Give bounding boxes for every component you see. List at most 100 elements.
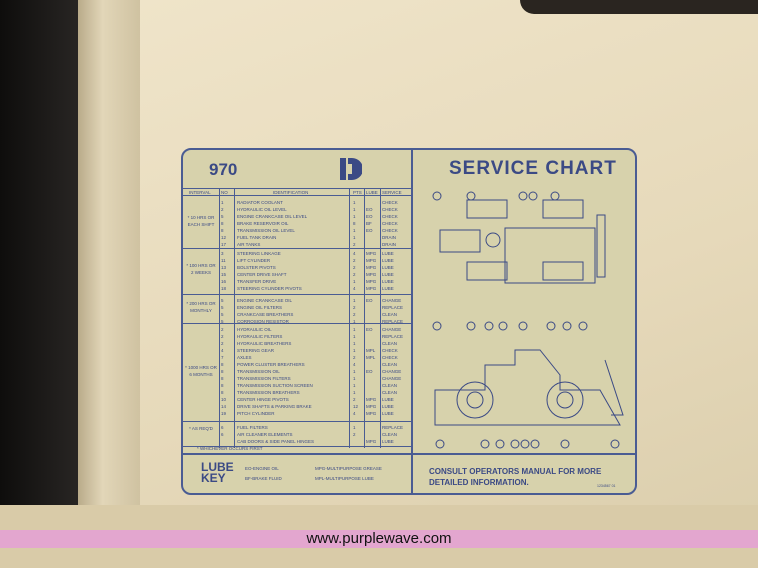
table-cell: CLEAN	[382, 432, 398, 437]
table-cell: AXLES	[237, 355, 252, 360]
table-header: INTERVAL NO IDENTIFICATION PTS LUBE SERV…	[183, 188, 411, 196]
table-cell: STEERING CYLINDER PIVOTS	[237, 286, 302, 291]
table-cell: REPLACE	[382, 425, 404, 430]
table-cell: REPLACE	[382, 305, 404, 310]
table-cell: TRANSMISSION SUCTION SCREEN	[237, 383, 313, 388]
divider	[183, 453, 635, 455]
table-cell: 5	[221, 312, 224, 317]
top-view-diagram	[439, 199, 606, 284]
table-cell: MPG	[366, 411, 377, 416]
callout-circle	[520, 439, 530, 449]
table-cell: LUBE	[382, 272, 394, 277]
callout-circle	[484, 321, 494, 331]
table-cell: HYDRAULIC OIL LEVEL	[237, 207, 287, 212]
table-cell: CHANGE	[382, 327, 402, 332]
table-cell: 2	[221, 207, 224, 212]
table-cell: 5	[221, 305, 224, 310]
table-cell: CHECK	[382, 207, 398, 212]
table-cell: 2	[221, 334, 224, 339]
table-cell: LUBE	[382, 397, 394, 402]
table-cell: 10	[221, 397, 227, 402]
table-cell: CHANGE	[382, 376, 402, 381]
callout-circle	[480, 439, 490, 449]
table-cell: 2	[353, 432, 356, 437]
interval-label: * 200 HRS OR MONTHLY	[186, 301, 216, 313]
table-cell: 1	[353, 425, 356, 430]
lube-point-diagram	[432, 191, 624, 449]
table-cell: 8	[221, 383, 224, 388]
table-cell: LUBE	[382, 439, 394, 444]
table-cell: MPG	[366, 251, 377, 256]
table-cell: CHANGE	[382, 369, 402, 374]
table-cell: AIR CLEANER ELEMENTS	[237, 432, 293, 437]
table-cell: 17	[221, 242, 227, 247]
table-cell: 1	[353, 383, 356, 388]
table-cell: 4	[353, 251, 356, 256]
table-cell: 1	[353, 298, 356, 303]
shadow	[520, 0, 758, 14]
table-cell: CAB DOORS & SIDE PANEL HINGES	[237, 439, 315, 444]
table-cell: LUBE	[382, 404, 394, 409]
table-cell: CHECK	[382, 214, 398, 219]
table-cell: FUEL TANK DRAIN	[237, 235, 277, 240]
table-cell: MPG	[366, 279, 377, 284]
table-cell: CORROSION RESISTOR	[237, 319, 289, 324]
table-cell: 1	[353, 214, 356, 219]
lube-key-eo: EO-ENGINE OIL	[245, 466, 279, 471]
table-cell: CLEAN	[382, 390, 398, 395]
model-number: 970	[209, 160, 238, 179]
callout-circle	[518, 191, 528, 201]
table-cell: MPG	[366, 265, 377, 270]
table-cell: 8	[221, 376, 224, 381]
table-cell: RADIATOR COOLANT	[237, 200, 283, 205]
table-cell: DRAIN	[382, 242, 397, 247]
table-cell: CRANKCASE BREATHERS	[237, 312, 294, 317]
table-cell: EO	[366, 207, 373, 212]
table-cell: 12	[221, 235, 227, 240]
table-cell: 8	[221, 228, 224, 233]
table-cell: CHANGE	[382, 298, 402, 303]
table-cell: DRIVE SHAFTS & PARKING BRAKE	[237, 404, 312, 409]
callout-circle	[550, 191, 560, 201]
table-cell: 1	[353, 341, 356, 346]
interval-label: * AS REQ'D	[189, 426, 213, 431]
table-cell: STEERING GEAR	[237, 348, 275, 353]
table-cell: POWER CLUSTER BREATHERS	[237, 362, 305, 367]
table-cell: CLEAN	[382, 383, 398, 388]
service-chart-decal: 970 SERVICE CHART INTERVAL NO IDENTIFICA…	[181, 148, 637, 495]
table-cell: MPL	[366, 348, 376, 353]
table-cell: TRANSMISSION OIL LEVEL	[237, 228, 295, 233]
table-cell: 2	[353, 312, 356, 317]
table-cell: LUBE	[382, 251, 394, 256]
table-cell: REPLACE	[382, 334, 404, 339]
table-cell: 1	[353, 327, 356, 332]
table-cell: AIR TANKS	[237, 242, 261, 247]
table-cell: ENGINE CRANKCASE OIL	[237, 298, 293, 303]
table-cell: 1	[353, 200, 356, 205]
table-cell: 2	[353, 265, 356, 270]
table-cell: LUBE	[382, 265, 394, 270]
table-cell: 13	[221, 265, 227, 270]
table-cell: 11	[221, 258, 226, 263]
table-cell: 1	[353, 235, 356, 240]
table-cell: 2	[221, 327, 224, 332]
table-cell: 8	[221, 390, 224, 395]
table-cell: EO	[366, 369, 373, 374]
table-cell: PITCH CYLINDER	[237, 411, 275, 416]
table-cell: 1	[353, 334, 356, 339]
table-cell: MPL	[366, 355, 376, 360]
